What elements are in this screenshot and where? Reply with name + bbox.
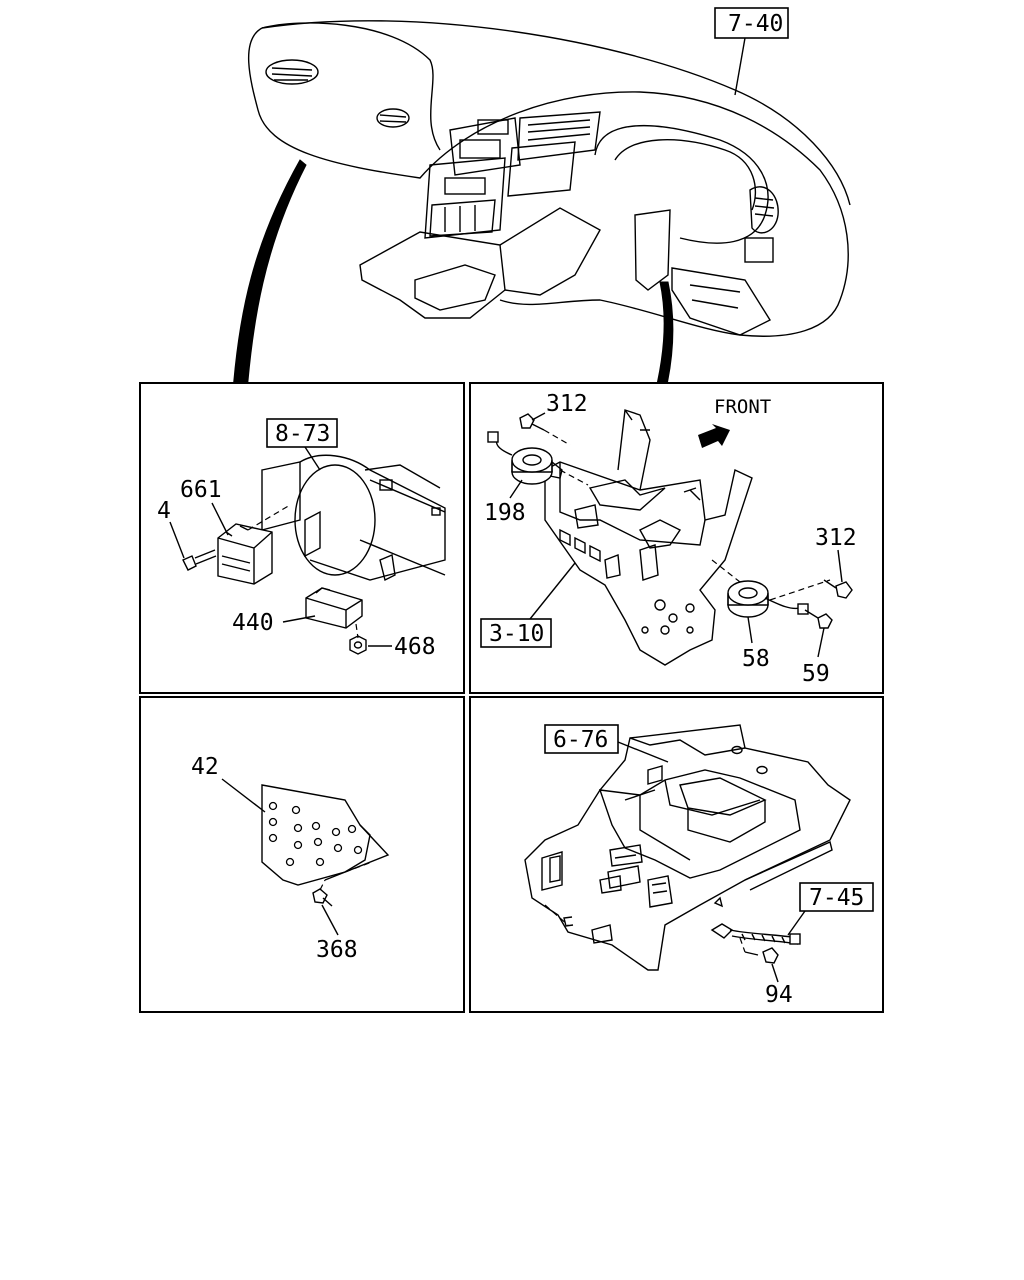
front-label: FRONT (714, 396, 771, 418)
label-661: 661 (180, 477, 222, 503)
label-198: 198 (484, 500, 526, 526)
callout-3-10: 3-10 (489, 621, 544, 647)
label-59: 59 (802, 661, 830, 687)
label-368: 368 (316, 937, 358, 963)
dashboard-illustration: 7-40 (231, 7, 851, 406)
panel-top-left: 8-73 661 4 440 468 (139, 382, 465, 694)
label-4: 4 (157, 498, 171, 524)
panel-top-right: FRONT (469, 382, 884, 694)
panel-bottom-left: 42 368 (139, 696, 465, 1013)
label-468: 468 (394, 634, 436, 660)
callout-7-40: 7-40 (728, 11, 783, 37)
pointer-arc-left (231, 159, 307, 406)
label-312-right: 312 (815, 525, 857, 551)
callout-6-76: 6-76 (553, 727, 608, 753)
label-58: 58 (742, 646, 770, 672)
front-arrow-icon (698, 424, 730, 448)
label-42: 42 (191, 754, 219, 780)
label-440: 440 (232, 610, 274, 636)
callout-7-45: 7-45 (809, 885, 864, 911)
panel-bottom-right: 6-76 7-45 94 (469, 696, 884, 1013)
callout-8-73: 8-73 (275, 421, 330, 447)
label-94: 94 (765, 982, 793, 1008)
label-312-top: 312 (546, 391, 588, 417)
